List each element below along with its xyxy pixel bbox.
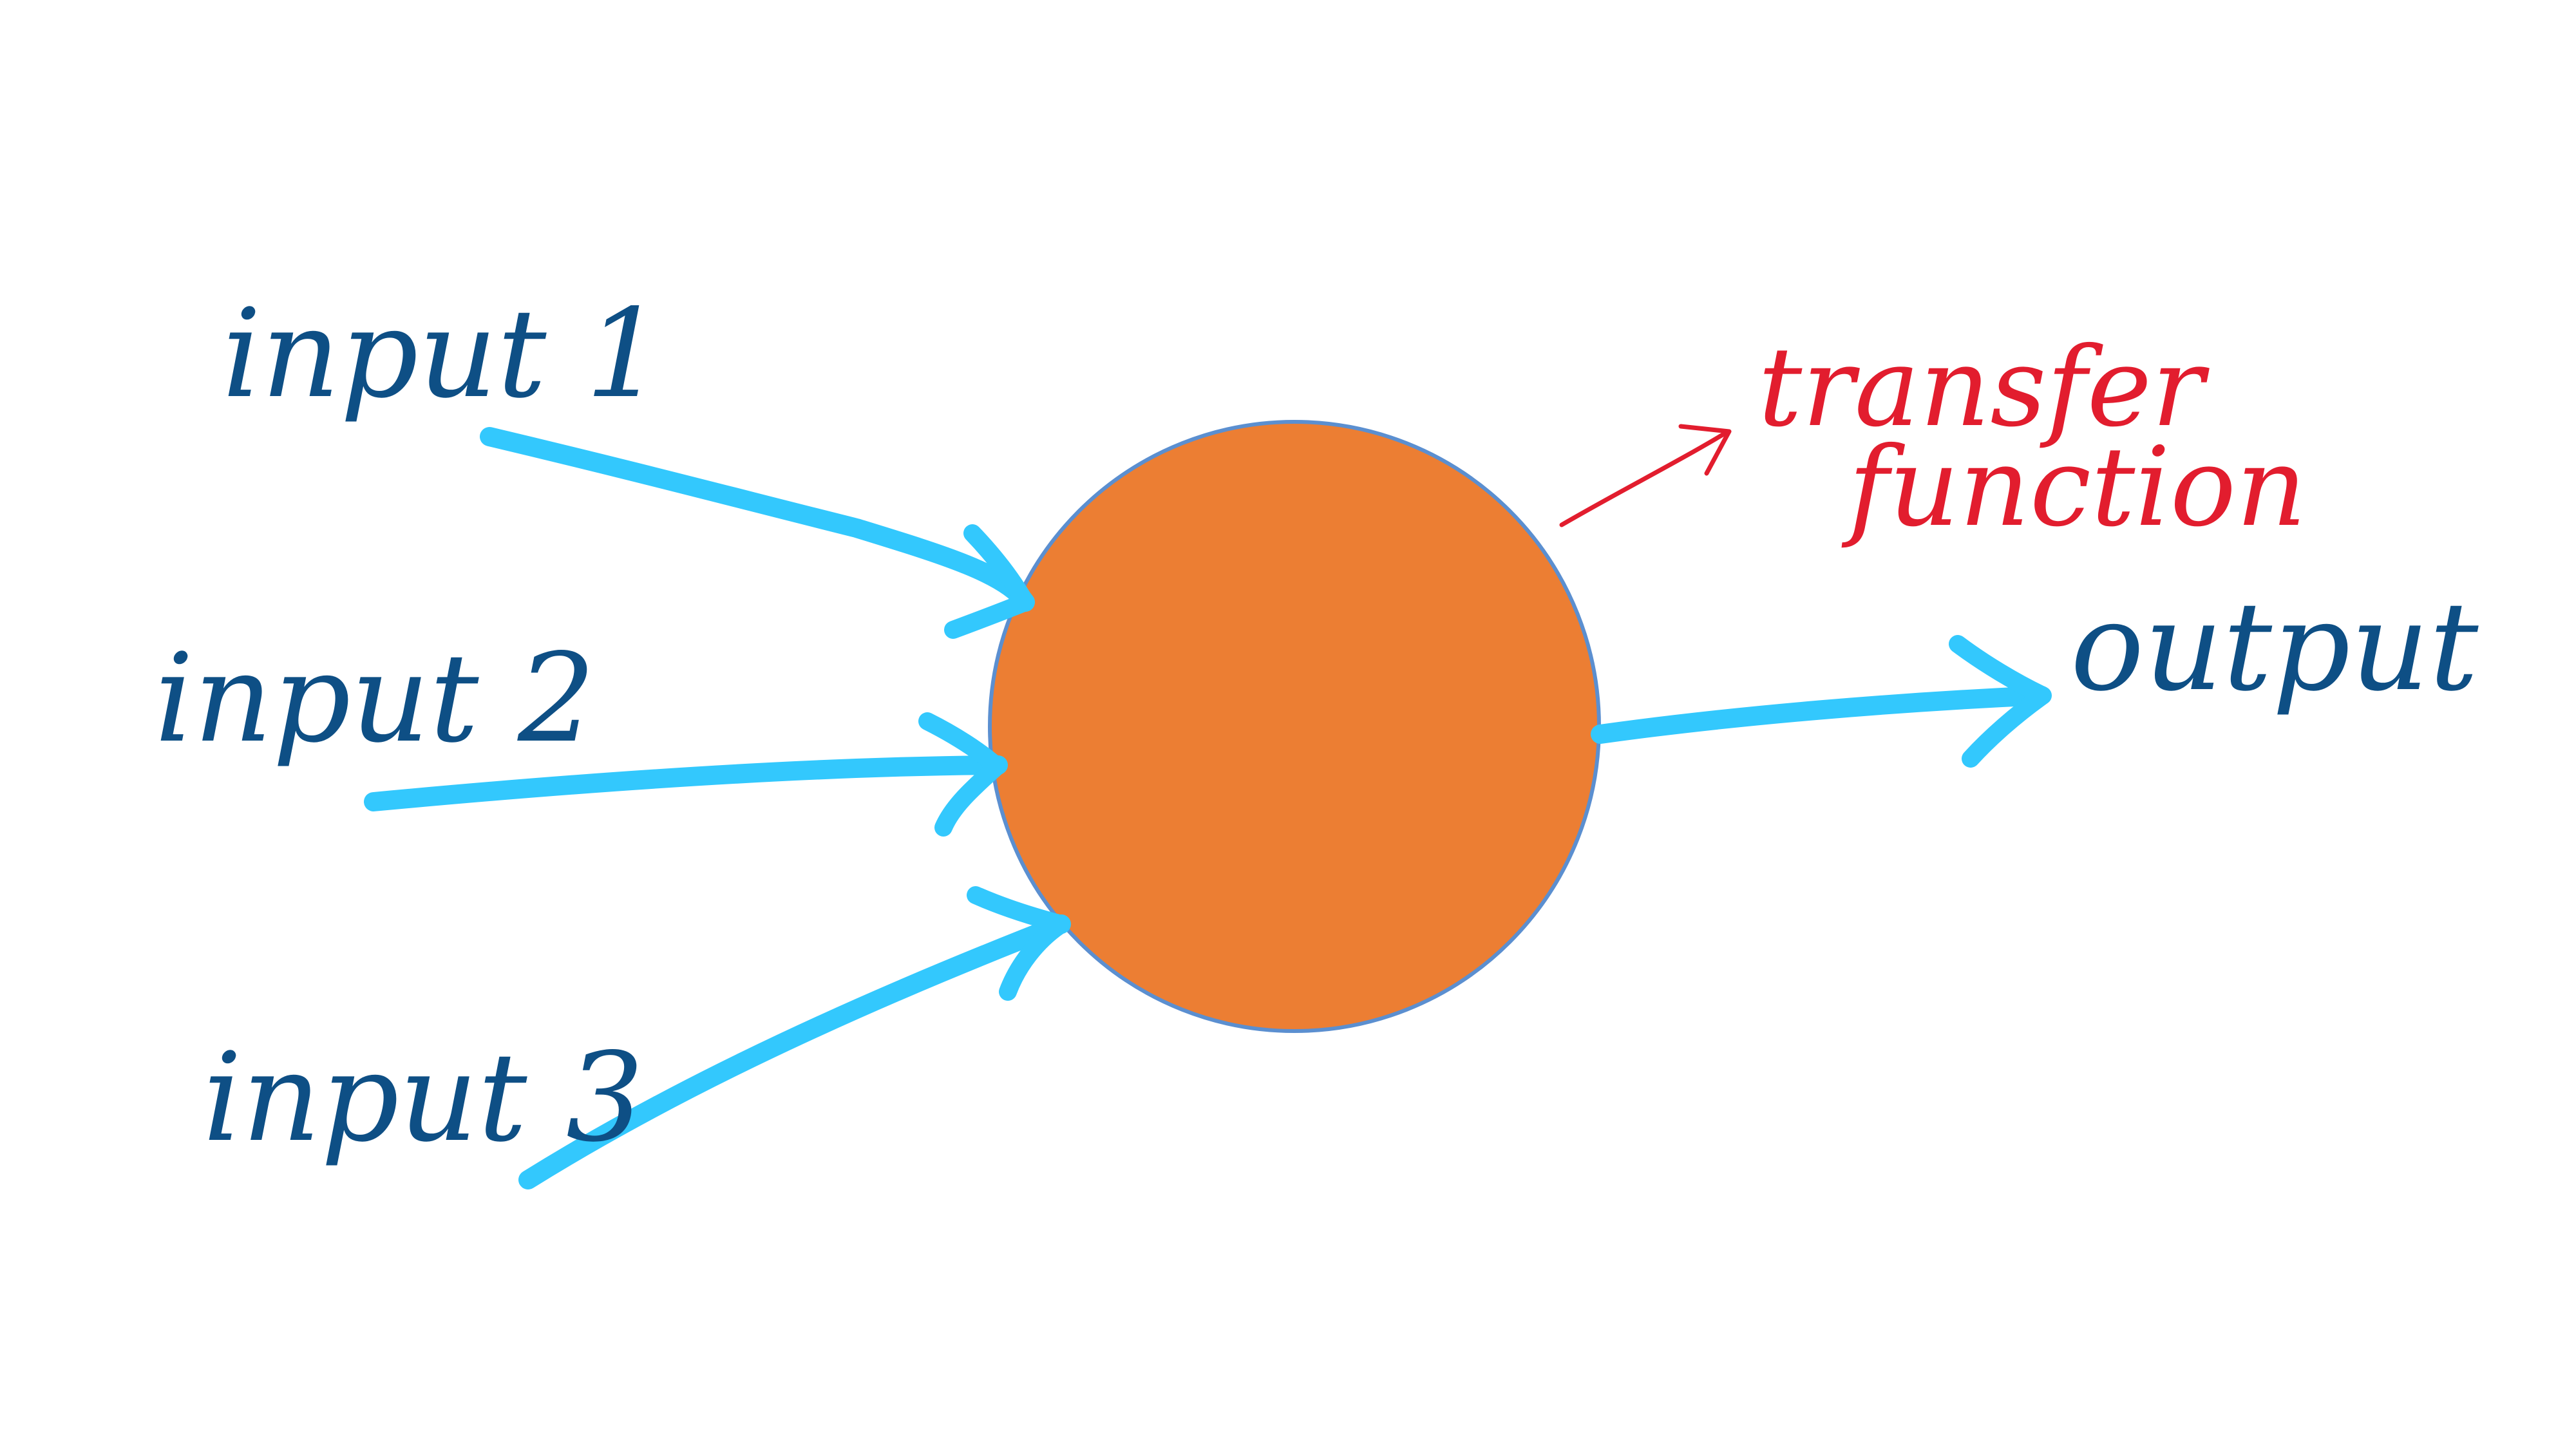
neuron-circle [988, 420, 1601, 1033]
transfer-function-label-line-2: function [1841, 424, 2307, 551]
input-3-label: input 3 [203, 1027, 644, 1169]
input-2-arrow [364, 712, 1008, 837]
input-3-arrow [518, 886, 1071, 1189]
input-1-label: input 1 [222, 283, 663, 425]
input-1-arrow [480, 427, 1035, 639]
input-2-label: input 2 [155, 627, 596, 770]
output-label: output [2070, 576, 2479, 718]
transfer-function-label-line-1: transfer [1758, 324, 2210, 451]
transfer-function-pointer-arrow [1559, 424, 1732, 527]
output-arrow [1591, 635, 2052, 768]
